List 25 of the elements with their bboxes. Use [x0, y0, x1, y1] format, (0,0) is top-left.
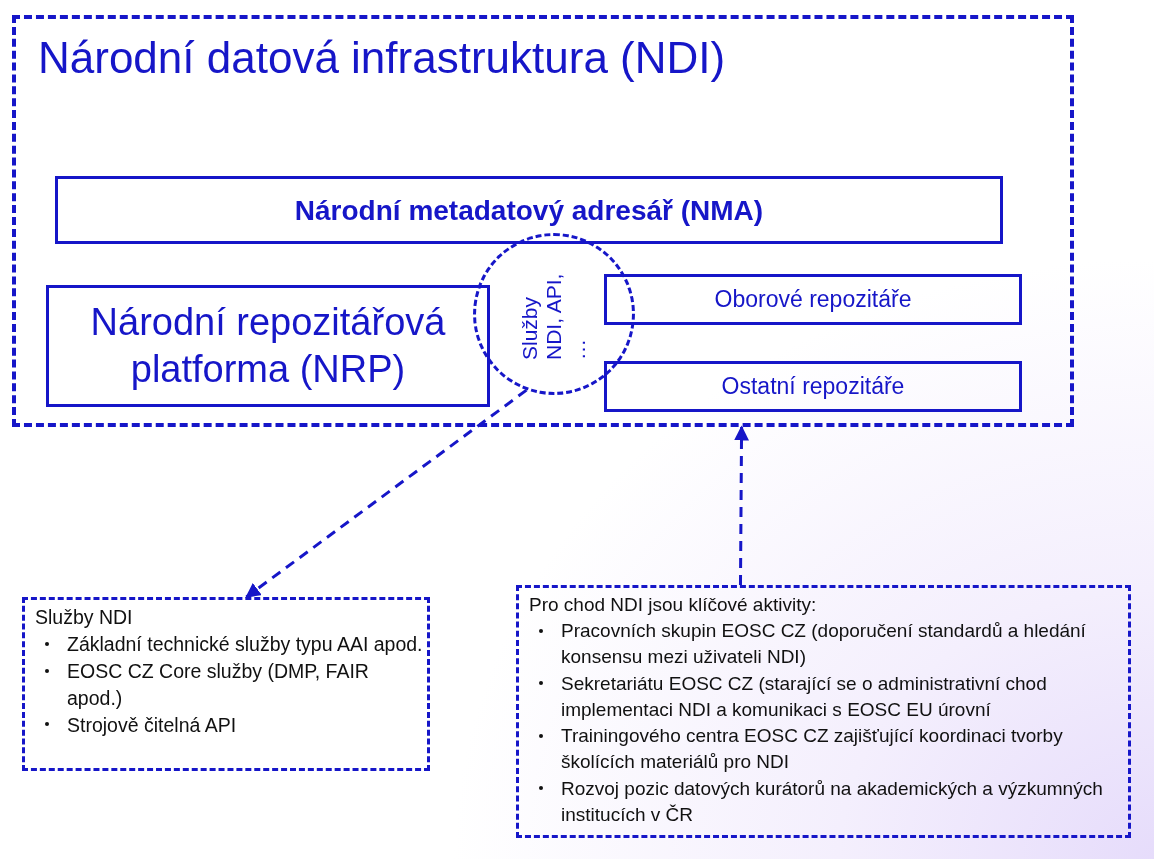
dashed-circle: [473, 233, 635, 395]
note-heading: Služby NDI: [35, 605, 134, 630]
bullet-item: Trainingového centra EOSC CZ zajišťující koordinaci tvorby školících materiálů pro NDI: [529, 723, 1124, 776]
bullet-item: EOSC CZ Core služby (DMP, FAIR apod.): [35, 657, 423, 712]
process-box: [604, 361, 1022, 412]
dashed-arrow: [245, 388, 528, 599]
bullet-item: Rozvoj pozic datových kurátorů na akademických a výzkumných institucích v ČR: [529, 775, 1124, 828]
process-box: [46, 285, 490, 407]
note-heading: Pro chod NDI jsou klíčové aktivity:: [529, 593, 818, 617]
bullet-item: Základní technické služby typu AAI apod.: [35, 630, 423, 658]
box-label: Národní metadatový adresář (NMA): [294, 193, 764, 228]
dashed-note-box: [22, 597, 430, 771]
bullet-item: Pracovních skupin EOSC CZ (doporučení standardů a hledání konsensu mezi uživateli NDI): [529, 618, 1124, 671]
box-label: Oborové repozitáře: [714, 285, 912, 314]
process-box: [55, 176, 1003, 244]
container-heading: Národní datová infrastruktura (NDI): [38, 33, 726, 83]
dashed-note-box: [516, 585, 1131, 838]
dashed-arrow: [734, 425, 749, 585]
rotated-label: Služby NDI, API, …: [517, 272, 591, 360]
dashed-container: [12, 15, 1074, 427]
process-box: [604, 274, 1022, 325]
box-label: Národní repozitářová platforma (NRP): [89, 299, 447, 392]
box-label: Ostatní repozitáře: [721, 372, 905, 401]
bullet-item: Sekretariátu EOSC CZ (starající se o administrativní chod implementaci NDI a komunikaci s EOSC EU úrovní: [529, 670, 1124, 724]
bullet-item: Strojově čitelná API: [35, 711, 423, 739]
